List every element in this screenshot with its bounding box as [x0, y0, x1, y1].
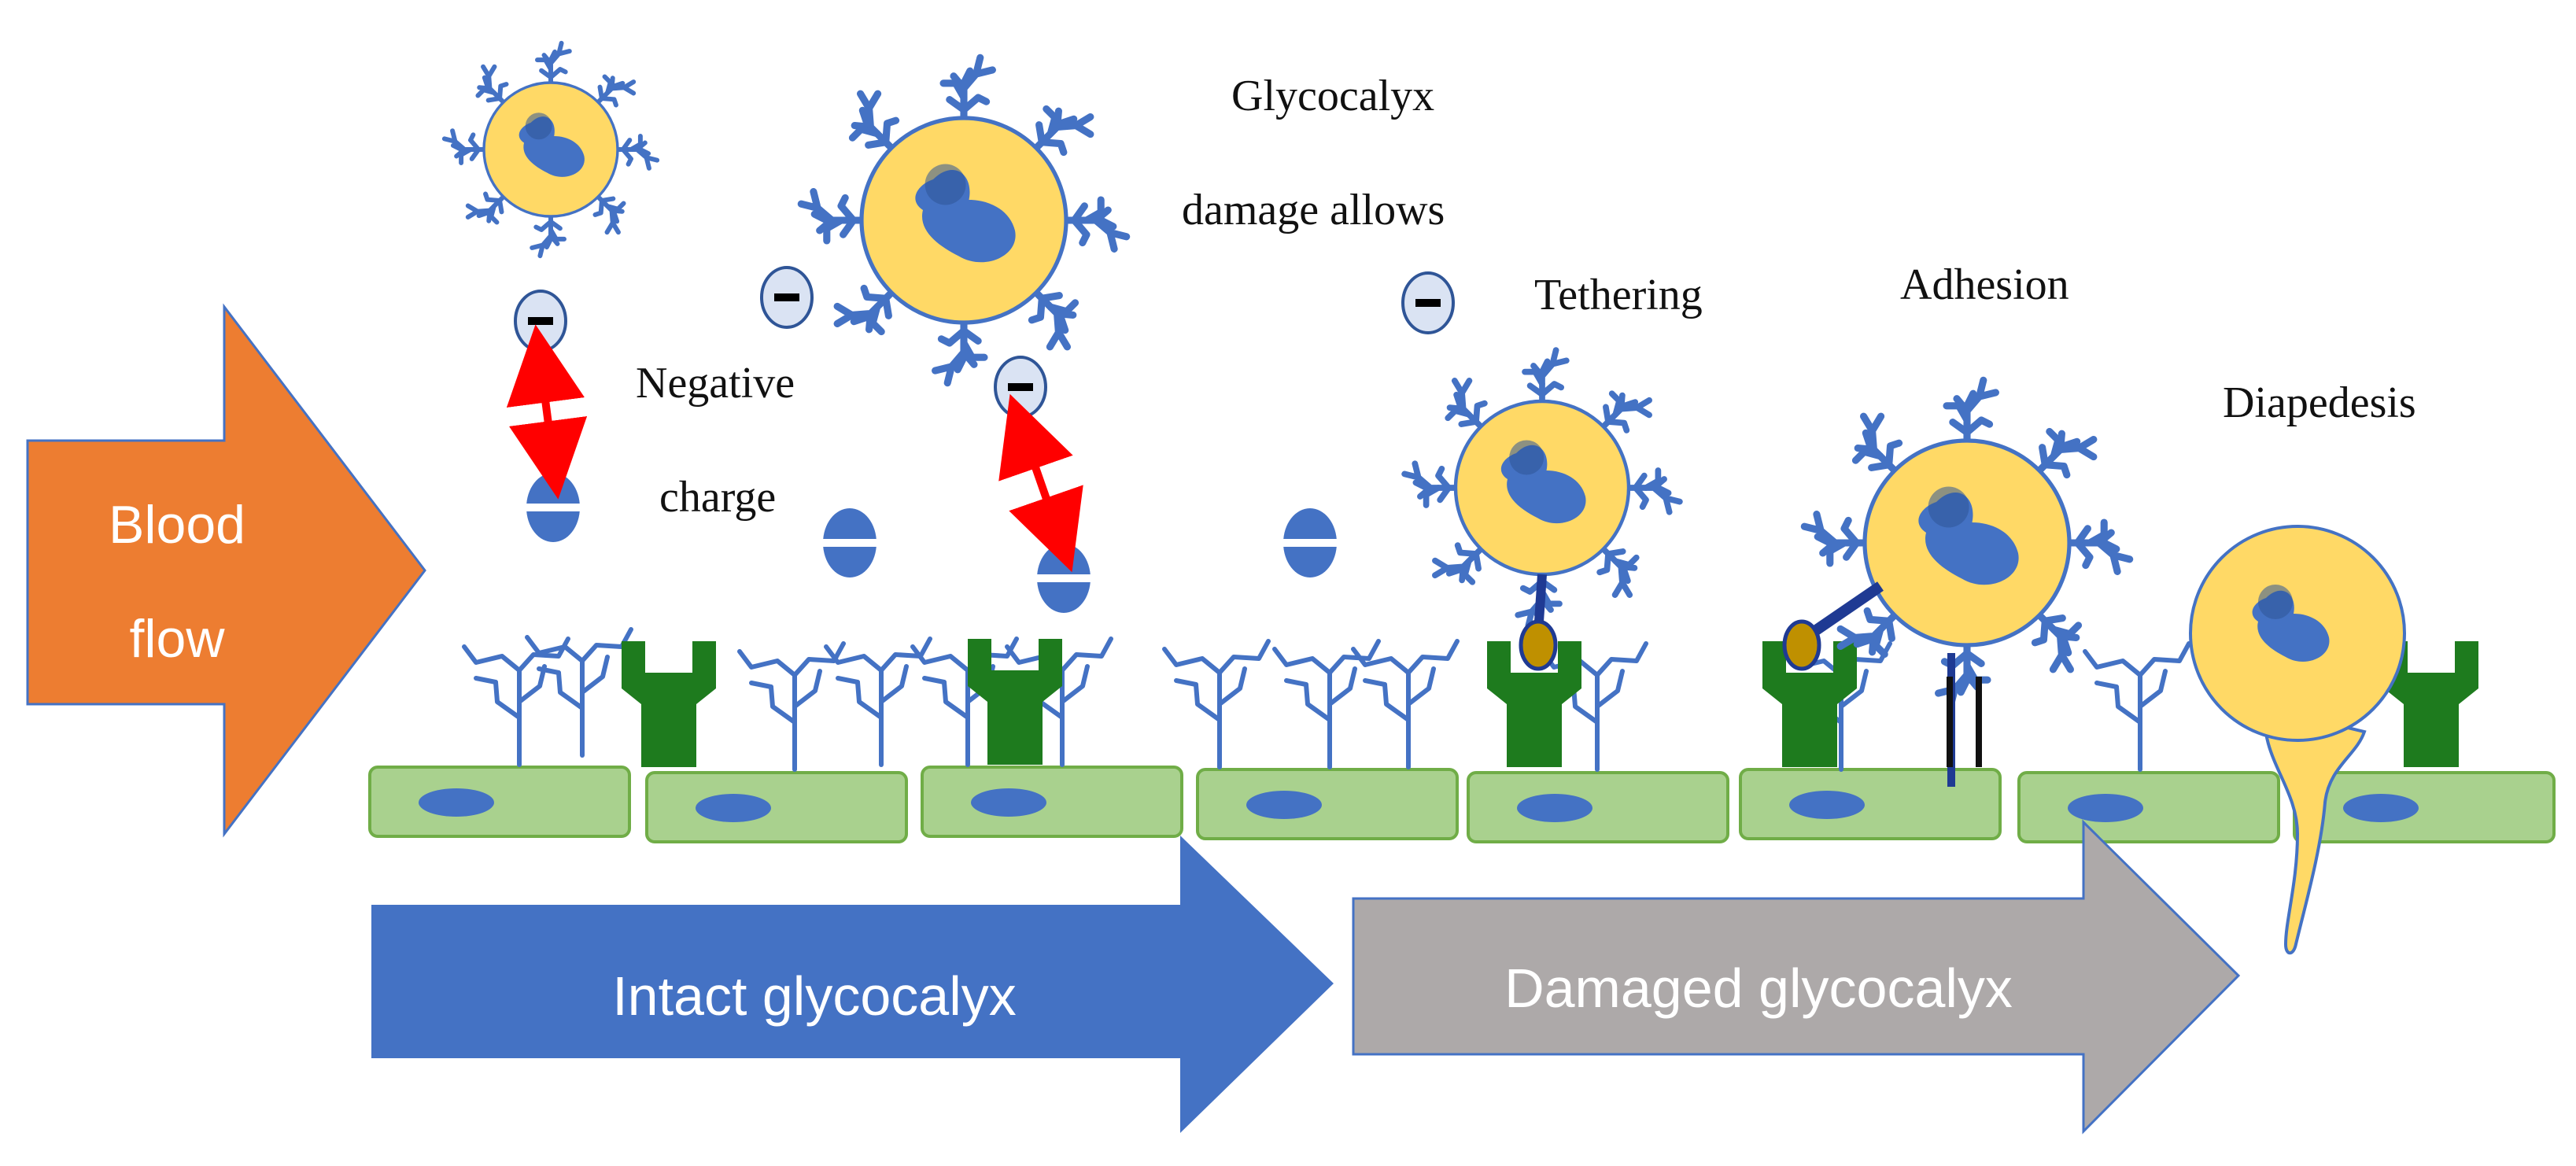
endothelial-cell — [1196, 768, 1459, 840]
endothelial-cell — [368, 766, 631, 838]
damaged-glycocalyx-arrow: Damaged glycocalyx — [1352, 819, 2241, 1135]
endothelium — [368, 766, 2556, 843]
tethering-label: Tethering — [1534, 271, 1703, 319]
diapedesis-label: Diapedesis — [2223, 378, 2416, 427]
negative-charge-icon — [760, 266, 814, 329]
damaged-label: Damaged glycocalyx — [1504, 958, 2013, 1019]
leukocyte — [445, 43, 657, 256]
leukocyte — [801, 57, 1126, 382]
endothelial-cell — [2017, 771, 2280, 843]
negative-label-line2: charge — [659, 473, 776, 522]
striped-charge-icon — [526, 473, 580, 542]
intact-label: Intact glycocalyx — [612, 965, 1017, 1027]
intact-glycocalyx-arrow: Intact glycocalyx — [371, 836, 1334, 1133]
negative-charge-icon — [994, 356, 1047, 419]
striped-charge-icon — [1037, 544, 1091, 613]
striped-charge-icon — [1283, 508, 1337, 577]
glycocalyx-label-line2: damage allows — [1182, 186, 1445, 234]
receptor-icon — [622, 641, 716, 767]
blood-flow-label-line2: flow — [130, 609, 226, 669]
adhesion-cell — [1782, 380, 2130, 787]
endothelial-cell — [921, 766, 1183, 838]
repulsion-arrow — [998, 393, 1083, 573]
glycocalyx-label-line1: Glycocalyx — [1231, 72, 1434, 120]
blood-flow-label-line1: Blood — [109, 495, 245, 555]
endothelial-cell — [645, 771, 908, 843]
tethering-cell — [1404, 350, 1680, 671]
negative-label-line1: Negative — [636, 359, 795, 408]
striped-charge-icon — [823, 508, 877, 577]
endothelial-cell — [1739, 768, 2002, 840]
endothelial-cell — [1467, 771, 1729, 843]
surface-glycocalyx — [464, 629, 2189, 769]
endothelial-cell — [2293, 771, 2556, 843]
blood-flow-arrow: Blood flow — [26, 303, 426, 838]
negative-charge-icon — [1401, 271, 1455, 334]
adhesion-label: Adhesion — [1900, 260, 2069, 309]
negative-charge-icon — [514, 290, 567, 352]
diapedesis-cell — [2189, 525, 2406, 955]
repulsion-arrow — [506, 324, 588, 500]
